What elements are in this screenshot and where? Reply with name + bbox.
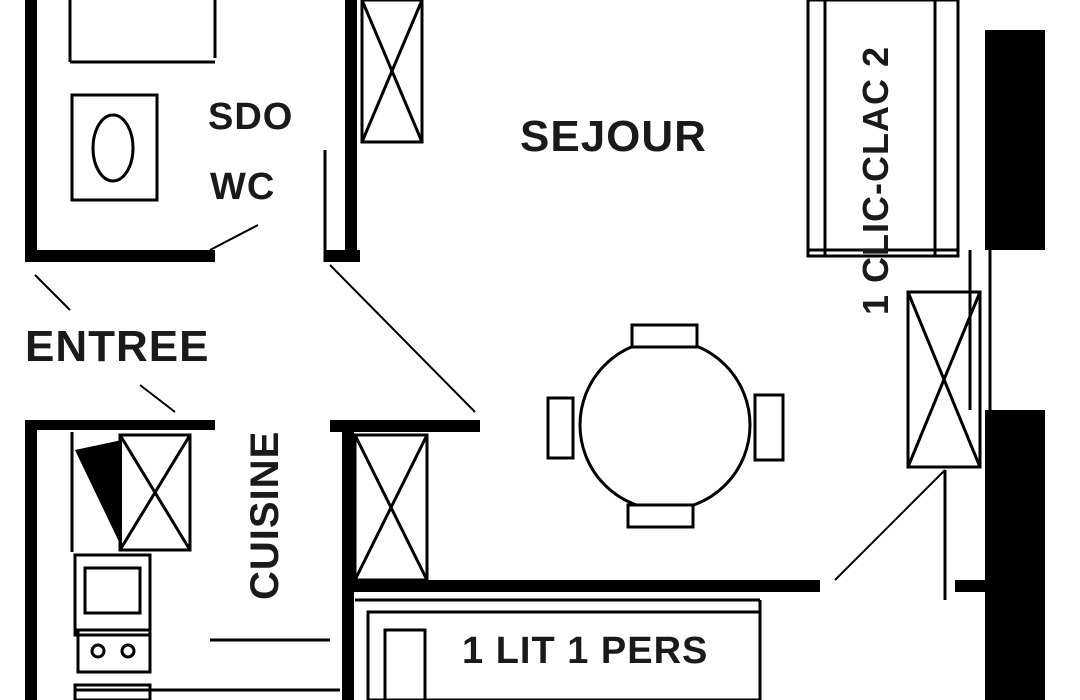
wall-sdo-right — [345, 0, 357, 262]
partitions — [68, 0, 992, 700]
wall-entry-bottom — [25, 420, 215, 430]
label-wc: WC — [210, 166, 276, 208]
wardrobe-entry — [70, 432, 192, 552]
label-sdo: SDO — [208, 96, 294, 138]
dining-table — [546, 323, 785, 529]
wall-kitchen-top — [330, 420, 480, 432]
bathtub — [70, 93, 159, 202]
wall-kitchen-left — [25, 420, 37, 700]
wall-right-stub — [955, 580, 985, 592]
wall-sdo-bottom — [25, 250, 215, 262]
wall-right-top — [985, 30, 1045, 250]
label-sejour: SEJOUR — [520, 112, 707, 161]
wardrobe-sdo — [360, 0, 424, 144]
wardrobe-right — [906, 290, 982, 469]
label-lit: 1 LIT 1 PERS — [462, 630, 709, 672]
sofa — [806, 0, 960, 258]
wardrobe-kitchen — [353, 433, 429, 582]
label-cuisine: CUISINE — [243, 430, 287, 600]
wall-left-top — [25, 0, 37, 258]
walls — [25, 0, 1045, 700]
kitchen-units — [73, 553, 152, 700]
label-clic-clac: 1 CLIC-CLAC 2 — [855, 45, 896, 315]
wall-bedroom-top — [342, 580, 820, 592]
wall-kitchen-right — [342, 425, 354, 700]
wall-sejour-left-post — [325, 250, 360, 262]
bed — [366, 610, 762, 700]
door-arcs — [34, 224, 946, 581]
label-entree: ENTREE — [25, 322, 210, 371]
wall-right-bottom — [985, 410, 1045, 700]
